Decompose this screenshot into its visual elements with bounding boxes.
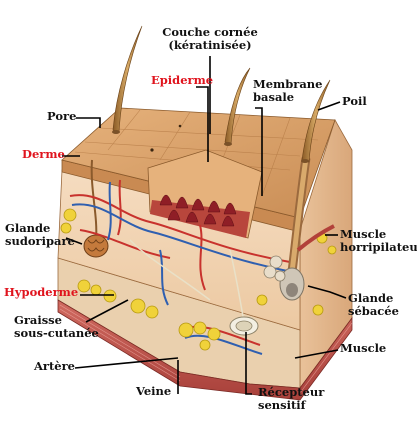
sweat-gland (83, 159, 109, 258)
label-muscle-horripilateur: Muscle horripilateur (340, 227, 417, 254)
leader-pore (76, 117, 101, 128)
muscle-layer (57, 299, 353, 401)
label-veine: Veine (136, 384, 172, 398)
leader-epiderme (196, 86, 209, 162)
leader-muscle (294, 349, 339, 359)
leader-glande-sudoripare (65, 237, 83, 245)
leader-artere (74, 357, 179, 369)
pore-dot-2 (178, 124, 182, 128)
dermal-papillae (159, 194, 237, 227)
arrector-muscle (296, 224, 335, 252)
label-glande-sudoripare: Glande sudoripare (5, 221, 75, 248)
hair-roots (112, 130, 309, 163)
label-muscle: Muscle (340, 341, 387, 355)
label-hypoderme: Hypoderme (4, 285, 79, 299)
vein-network (71, 181, 293, 355)
subcutaneous-fat (60, 208, 337, 351)
nerve-fibers (129, 239, 245, 323)
sensory-receptor (229, 316, 259, 336)
hairs (112, 25, 331, 163)
label-graisse-sous-cutanee: Graisse sous-cutanée (14, 313, 99, 340)
label-epiderme: Epiderme (151, 73, 214, 87)
label-recepteur-sensitif: Récepteur sensitif (258, 385, 325, 412)
label-pore: Pore (47, 109, 77, 123)
leader-recepteur (245, 332, 252, 395)
label-poil: Poil (342, 94, 367, 108)
label-membrane-basale: Membrane basale (253, 77, 323, 104)
leader-poil (317, 101, 341, 111)
papillae-layer (150, 200, 250, 238)
leader-glande-sebacee (307, 285, 347, 299)
leader-lines (62, 56, 347, 395)
label-glande-sebacee: Glande sébacée (348, 291, 399, 318)
sebaceous-gland (263, 255, 286, 282)
label-artere: Artère (34, 359, 75, 373)
leader-graisse (85, 299, 129, 323)
label-couche-cornee: Couche cornée (kératinisée) (162, 25, 258, 52)
pore-dot (150, 148, 154, 152)
leader-membrane-basale (255, 107, 263, 196)
label-derme: Derme (22, 147, 65, 161)
hair-follicle (279, 157, 311, 301)
